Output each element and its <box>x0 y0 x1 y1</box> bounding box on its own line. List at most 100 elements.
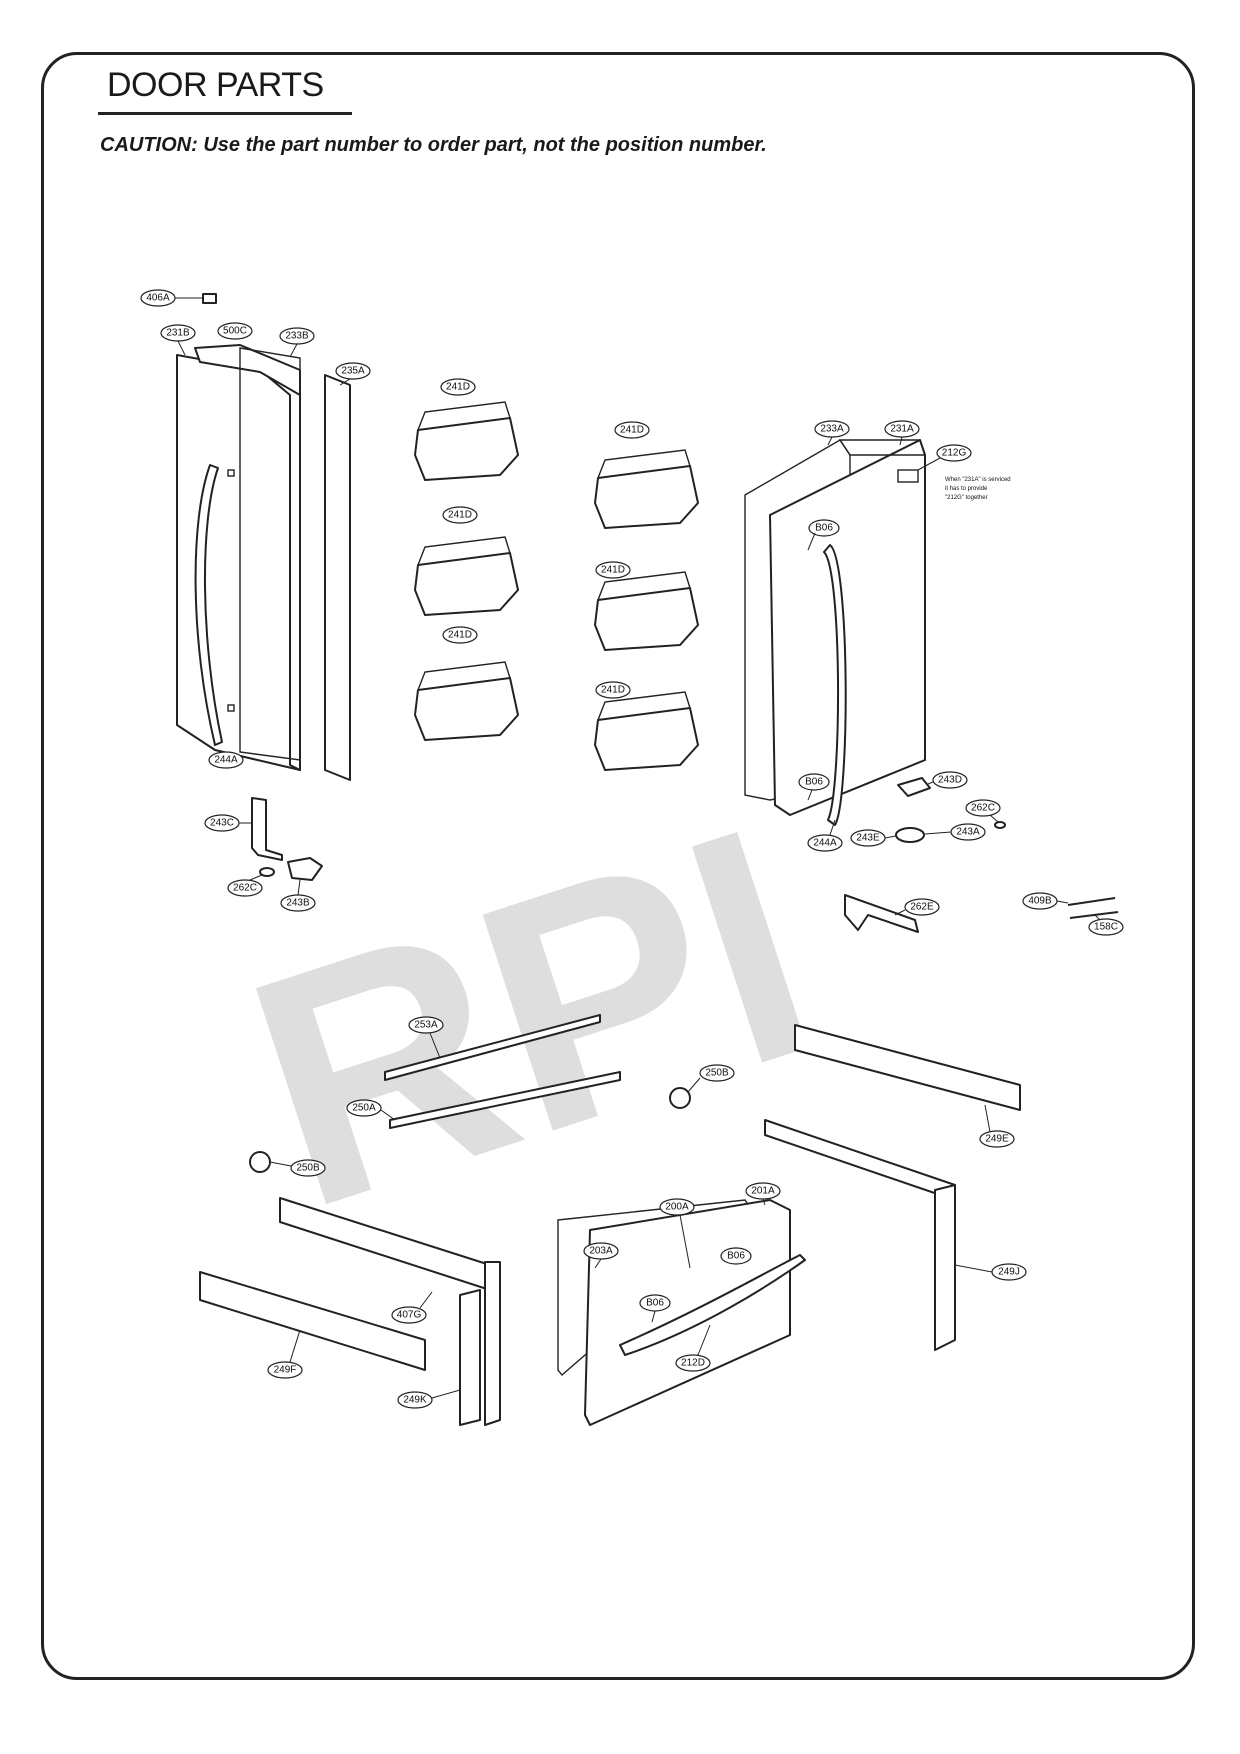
svg-text:158C: 158C <box>1094 922 1118 933</box>
callout-243a: 243A <box>924 823 986 841</box>
svg-text:244A: 244A <box>813 838 837 849</box>
part-249f-slide <box>199 1271 426 1371</box>
svg-text:"212G" together: "212G" together <box>945 495 988 501</box>
svg-text:243D: 243D <box>938 775 962 786</box>
svg-text:212G: 212G <box>942 448 967 459</box>
callout-262e: 262E <box>894 898 940 916</box>
svg-text:B06: B06 <box>727 1251 745 1262</box>
callout-231b: 231B <box>160 324 196 356</box>
callout-233a: 233A <box>814 420 850 446</box>
callout-200a: 200A <box>659 1198 695 1269</box>
svg-text:235A: 235A <box>341 366 365 377</box>
callout-243c: 243C <box>204 814 252 832</box>
callout-253a: 253A <box>408 1016 444 1059</box>
svg-text:262E: 262E <box>910 902 934 913</box>
callout-241d: 241D <box>595 561 631 579</box>
svg-text:249E: 249E <box>985 1134 1009 1145</box>
part-250b-gear <box>669 1087 691 1109</box>
drawer-rails <box>249 1014 1021 1173</box>
svg-text:231A: 231A <box>890 424 914 435</box>
freezer-drawer <box>557 1199 806 1426</box>
callout-b06: B06 <box>639 1294 671 1323</box>
part-212g-label <box>897 469 919 483</box>
callout-158c: 158C <box>1088 914 1124 936</box>
part-158c <box>1069 911 1119 919</box>
svg-text:241D: 241D <box>446 382 470 393</box>
callout-241d: 241D <box>614 421 650 439</box>
callout-233b: 233B <box>279 327 315 358</box>
svg-text:241D: 241D <box>601 565 625 576</box>
svg-text:241D: 241D <box>620 425 644 436</box>
callout-244a: 244A <box>807 819 843 852</box>
part-249k-bracket <box>459 1289 481 1426</box>
callout-235a: 235A <box>335 362 371 386</box>
svg-text:241D: 241D <box>601 685 625 696</box>
lower-drawer-frames <box>199 1119 956 1426</box>
callout-250b: 250B <box>269 1159 326 1177</box>
callout-241d: 241D <box>442 626 478 644</box>
door-bin <box>414 661 519 741</box>
svg-text:243A: 243A <box>956 827 980 838</box>
left-door-assembly <box>176 293 351 781</box>
part-253a-rail <box>384 1014 601 1081</box>
left-side-bracket <box>484 1261 501 1426</box>
svg-text:244A: 244A <box>214 755 238 766</box>
svg-text:233B: 233B <box>285 331 309 342</box>
svg-text:212D: 212D <box>681 1358 705 1369</box>
callout-b06: B06 <box>798 773 830 801</box>
door-bin <box>414 536 519 616</box>
part-249j-bracket <box>934 1184 956 1351</box>
svg-text:231B: 231B <box>166 328 190 339</box>
right-door-handle <box>823 544 847 826</box>
callout-labels: 406A 231B 500C 233B 235A 241D 241D 241D … <box>140 289 1124 1409</box>
part-262c-washer <box>259 867 275 877</box>
left-door-handle <box>194 464 223 746</box>
svg-text:253A: 253A <box>414 1020 438 1031</box>
callout-249f: 249F <box>267 1329 303 1379</box>
callout-406a: 406A <box>140 289 203 307</box>
part-243a <box>895 827 925 843</box>
door-bin <box>414 401 519 481</box>
part-250b-gear-2 <box>249 1151 271 1173</box>
svg-text:250A: 250A <box>352 1103 376 1114</box>
part-243c-bracket <box>251 797 283 861</box>
page-title: DOOR PARTS <box>107 66 324 104</box>
callout-249e: 249E <box>979 1104 1015 1148</box>
callout-212d: 212D <box>675 1324 711 1372</box>
callout-b06: B06 <box>807 519 840 551</box>
service-note: When "231A" is serviced it has to provid… <box>945 477 1011 501</box>
svg-text:250B: 250B <box>705 1068 729 1079</box>
svg-text:249J: 249J <box>998 1267 1020 1278</box>
svg-text:243E: 243E <box>856 833 880 844</box>
callout-500c: 500C <box>217 322 253 340</box>
svg-text:it has to provide: it has to provide <box>945 486 988 492</box>
svg-text:201A: 201A <box>751 1186 775 1197</box>
callout-231a: 231A <box>884 420 920 446</box>
svg-text:262C: 262C <box>971 803 995 814</box>
callout-262c: 262C <box>227 874 263 897</box>
callout-b06: B06 <box>720 1247 752 1265</box>
svg-text:241D: 241D <box>448 510 472 521</box>
callout-243e: 243E <box>850 829 897 847</box>
callout-241d: 241D <box>442 506 478 524</box>
part-243b-plate <box>287 857 323 881</box>
svg-text:249F: 249F <box>274 1365 297 1376</box>
page-frame <box>41 52 1195 1680</box>
left-hinge-parts <box>251 797 323 881</box>
door-bin <box>594 449 699 529</box>
callout-409b: 409B <box>1022 892 1069 910</box>
svg-text:B06: B06 <box>815 523 833 534</box>
svg-text:249K: 249K <box>403 1395 427 1406</box>
callout-250a: 250A <box>346 1099 396 1121</box>
part-212d-handle <box>619 1254 806 1356</box>
watermark: RPI <box>213 757 850 1278</box>
svg-text:407G: 407G <box>397 1310 422 1321</box>
svg-text:406A: 406A <box>146 293 170 304</box>
svg-text:B06: B06 <box>805 777 823 788</box>
svg-text:B06: B06 <box>646 1298 664 1309</box>
svg-text:200A: 200A <box>665 1202 689 1213</box>
callout-250b: 250B <box>687 1064 735 1093</box>
part-231a-top <box>838 439 926 456</box>
svg-text:233A: 233A <box>820 424 844 435</box>
